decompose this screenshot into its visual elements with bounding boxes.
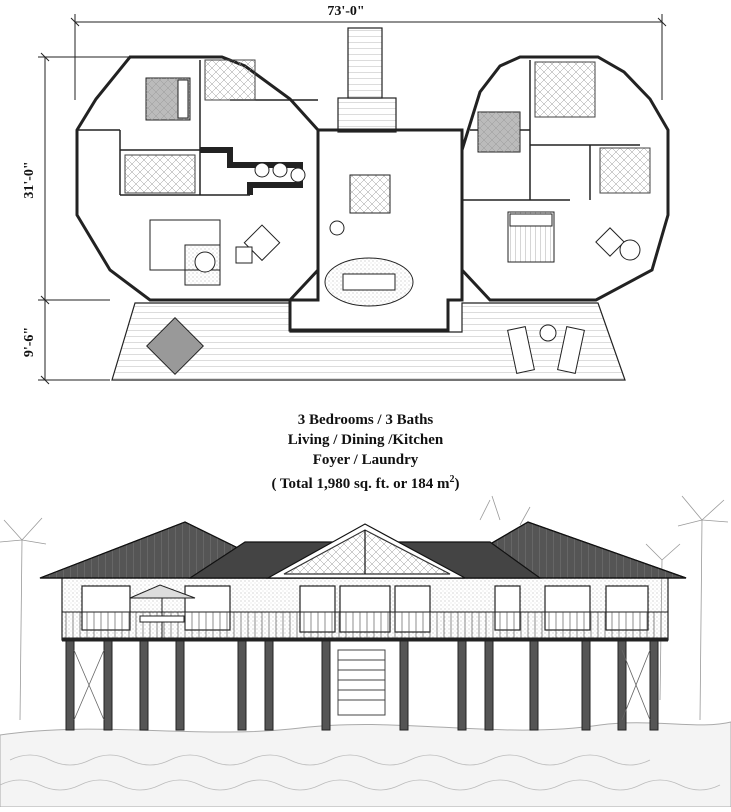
- dimension-lines: [38, 14, 667, 385]
- bar-stool: [254, 162, 270, 178]
- entry-stair: [337, 27, 397, 133]
- bar-stool: [290, 167, 306, 183]
- deck-table: [146, 317, 204, 375]
- total-suffix: ): [454, 476, 460, 492]
- piling: [617, 639, 627, 731]
- deck-railing: [62, 611, 668, 642]
- elevation-drawing: [0, 495, 731, 808]
- door: [394, 585, 431, 633]
- side-table: [235, 246, 253, 264]
- summary-caption: 3 Bedrooms / 3 Baths Living / Dining /Ki…: [0, 410, 731, 494]
- deck-loungers: [507, 324, 585, 374]
- door: [494, 585, 521, 631]
- deck-umbrella: [129, 584, 196, 640]
- piling: [484, 639, 494, 731]
- window: [544, 585, 591, 631]
- foyer-rug: [349, 174, 391, 214]
- summary-rooms: 3 Bedrooms / 3 Baths: [297, 412, 434, 428]
- piling: [649, 639, 659, 731]
- kitchen-counter: [200, 147, 303, 195]
- door: [299, 585, 336, 633]
- overall-width-label: 73'-0": [327, 4, 364, 19]
- elevation-stair: [337, 649, 386, 716]
- piling: [457, 639, 467, 731]
- right-bath2-tile: [599, 147, 651, 194]
- window: [184, 585, 231, 631]
- foyer-plant: [329, 220, 345, 236]
- living-sofa: [149, 219, 221, 286]
- main-depth-label: 31'-0": [22, 161, 37, 198]
- piling: [103, 639, 113, 731]
- right-bed-1: [477, 111, 521, 153]
- roof: [39, 521, 687, 579]
- total-sup: 2: [449, 474, 455, 485]
- door: [339, 585, 391, 633]
- side-chair: [243, 224, 281, 262]
- bedroom-chair: [595, 227, 625, 257]
- piling: [399, 639, 409, 731]
- piling: [321, 639, 331, 731]
- window: [81, 585, 131, 631]
- piling: [529, 639, 539, 731]
- total-prefix: ( Total 1,980 sq. ft. or 184 m: [271, 476, 450, 492]
- right-bath-tile: [534, 61, 596, 118]
- piling: [139, 639, 149, 731]
- deck-depth-label: 9'-6": [22, 327, 37, 357]
- left-bed: [145, 77, 191, 121]
- bar-stool: [272, 162, 288, 178]
- summary-foyer: Foyer / Laundry: [312, 452, 419, 468]
- right-bed-2: [507, 211, 555, 263]
- piling: [237, 639, 247, 731]
- piling: [264, 639, 274, 731]
- piling: [175, 639, 185, 731]
- piling: [581, 639, 591, 731]
- left-laundry-tile: [204, 59, 256, 101]
- summary-living: Living / Dining /Kitchen: [287, 432, 444, 448]
- left-bath-tile: [124, 154, 196, 194]
- window: [605, 585, 649, 631]
- piling: [65, 639, 75, 731]
- summary-total: ( Total 1,980 sq. ft. or 184 m2): [0, 470, 731, 494]
- bedroom-table: [619, 239, 641, 261]
- dining-table: [324, 257, 414, 307]
